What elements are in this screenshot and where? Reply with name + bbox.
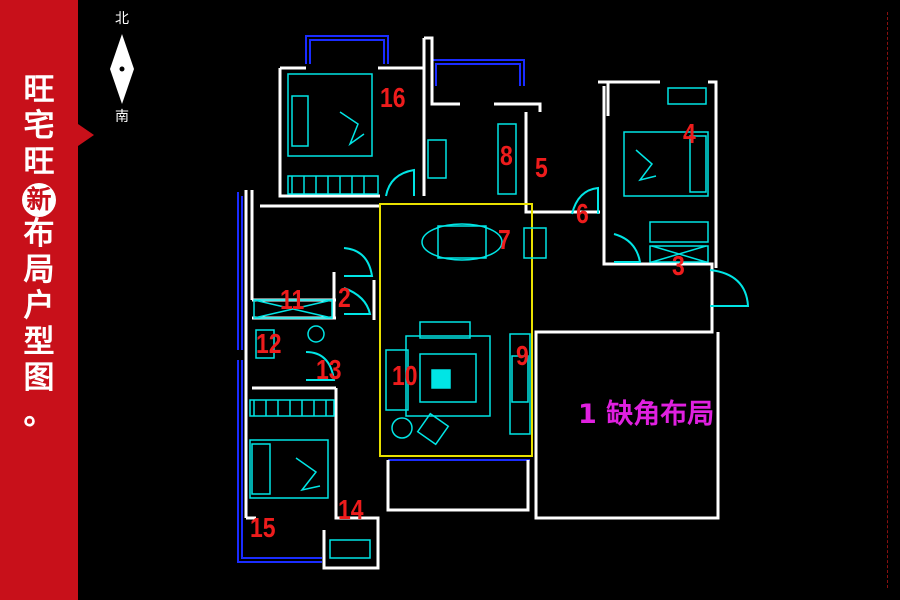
room-label-11: 11 — [280, 284, 305, 315]
room-label-10: 10 — [392, 360, 418, 391]
room-label-8: 8 — [500, 140, 513, 171]
room-label-3: 3 — [672, 250, 685, 281]
compass-north-label: 北 — [115, 11, 129, 27]
page-title: 旺 宅 旺 新 布 局 户 型 图 。 — [0, 72, 78, 432]
room-label-12: 12 — [256, 328, 282, 359]
title-char: 新 — [22, 183, 56, 217]
room-label-13: 13 — [316, 354, 342, 385]
room-label-16: 16 — [380, 82, 406, 113]
compass-needle-icon — [110, 34, 134, 104]
frame-corner-line — [873, 12, 888, 588]
compass: 北 南 — [104, 8, 140, 128]
compass-south-label: 南 — [115, 109, 129, 125]
room-label-15: 15 — [250, 512, 276, 543]
title-char: 布 — [23, 216, 55, 252]
title-char: 旺 — [23, 144, 55, 180]
title-char-highlight: 新 — [19, 180, 59, 217]
banner-arrow — [78, 124, 94, 146]
living-area-outline — [379, 203, 533, 457]
room-label-6: 6 — [576, 198, 589, 229]
door-swings — [305, 168, 750, 381]
missing-corner-label: 1 缺角布局 — [578, 392, 714, 431]
furniture — [249, 73, 709, 559]
title-char: 局 — [23, 252, 55, 288]
title-char: 户 — [23, 288, 55, 324]
room-label-4: 4 — [683, 118, 696, 149]
title-char: 图 — [23, 360, 55, 396]
title-char: 宅 — [23, 108, 55, 144]
title-char: 。 — [23, 396, 55, 432]
room-label-14: 14 — [338, 494, 364, 525]
room-label-7: 7 — [498, 224, 511, 255]
room-label-9: 9 — [516, 340, 529, 371]
sidebar-banner — [0, 0, 78, 600]
title-char: 型 — [23, 324, 55, 360]
title-char: 旺 — [23, 72, 55, 108]
room-label-5: 5 — [535, 152, 548, 183]
missing-corner-text: 缺角布局 — [606, 399, 715, 430]
room-label-2: 2 — [338, 282, 351, 313]
missing-corner-number: 1 — [578, 399, 597, 430]
